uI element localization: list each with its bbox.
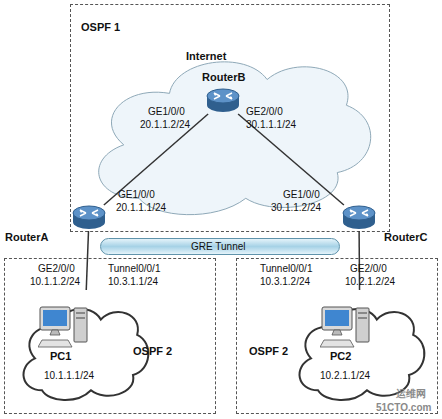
ip-address: 10.1.1.1/24	[44, 370, 94, 382]
interface-name: GE2/0/0	[38, 263, 75, 275]
interface-name: GE2/0/0	[350, 263, 387, 275]
interface-name: Tunnel0/0/1	[108, 263, 160, 275]
ip-address: 30.1.1.1/24	[246, 119, 296, 131]
tunnel-name: GRE Tunnel	[191, 241, 245, 253]
pc-symbol	[38, 304, 90, 350]
watermark: 51CTO.com	[376, 402, 431, 414]
interface-name: GE1/0/0	[148, 106, 185, 118]
ip-address: 10.2.1.2/24	[345, 276, 395, 288]
area-name: OSPF 1	[81, 21, 120, 33]
router-name: RouterC	[384, 231, 427, 243]
area-name: OSPF 2	[249, 345, 288, 357]
router-icon: RouterC	[342, 205, 376, 231]
ip-address: 20.1.1.1/24	[116, 202, 166, 214]
ip-address: 10.2.1.1/24	[320, 370, 370, 382]
router-name: RouterB	[202, 71, 245, 83]
pc-name: PC2	[330, 350, 351, 362]
cloud-name: Internet	[186, 50, 226, 62]
router-name: RouterA	[5, 231, 48, 243]
ip-address: 10.1.1.2/24	[30, 276, 80, 288]
watermark: 运维网	[396, 388, 426, 400]
router-symbol	[72, 205, 106, 231]
pc-symbol	[320, 304, 372, 350]
router-icon: RouterA	[72, 205, 106, 231]
router-symbol	[342, 205, 376, 231]
interface-name: GE1/0/0	[283, 189, 320, 201]
router-symbol	[206, 88, 240, 114]
gre-tunnel: GRE Tunnel	[100, 238, 340, 255]
pc-name: PC1	[50, 350, 71, 362]
router-icon: RouterB	[206, 88, 240, 114]
interface-name: Tunnel0/0/1	[260, 263, 312, 275]
ip-address: 10.3.1.2/24	[260, 276, 310, 288]
ip-address: 10.3.1.1/24	[108, 276, 158, 288]
interface-name: GE2/0/0	[246, 106, 283, 118]
ip-address: 30.1.1.2/24	[271, 202, 321, 214]
area-name: OSPF 2	[133, 345, 172, 357]
link-line	[86, 231, 88, 290]
ip-address: 20.1.1.2/24	[140, 119, 190, 131]
interface-name: GE1/0/0	[118, 189, 155, 201]
